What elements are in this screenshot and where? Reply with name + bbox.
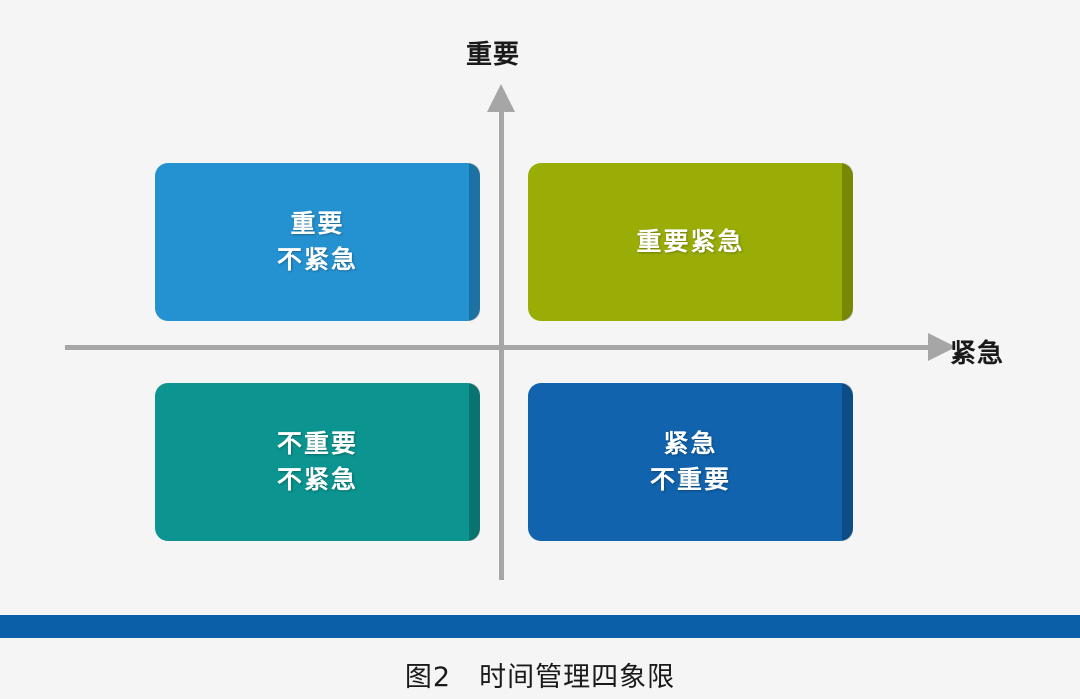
quadrant-urgent-not-important[interactable]: 紧急 不重要	[528, 383, 853, 541]
vertical-axis-line	[499, 107, 504, 580]
quadrant-label-line: 不紧急	[276, 465, 358, 494]
quadrant-label-line: 不重要	[276, 428, 358, 458]
quadrant-label-line: 不紧急	[276, 245, 358, 274]
quadrant-label-line: 重要	[290, 208, 345, 238]
vertical-axis-label: 重要	[466, 40, 521, 70]
quadrant-label-line: 不重要	[649, 465, 731, 494]
figure-caption: 图2 时间管理四象限	[404, 662, 676, 693]
quadrant-bevel	[469, 163, 480, 321]
quadrant-important-urgent[interactable]: 重要紧急	[528, 163, 853, 321]
quadrant-label-line: 紧急	[663, 428, 718, 458]
quadrant-bevel	[842, 163, 853, 321]
bottom-divider-bar	[0, 615, 1080, 638]
quadrant-not-important-not-urgent[interactable]: 不重要 不紧急	[155, 383, 480, 541]
arrow-up-icon	[487, 84, 515, 112]
quadrant-bevel	[842, 383, 853, 541]
arrow-right-icon	[928, 333, 956, 361]
quadrant-bevel	[469, 383, 480, 541]
quadrant-label-line: 重要紧急	[636, 226, 745, 256]
horizontal-axis-label: 紧急	[950, 339, 1005, 369]
quadrant-important-not-urgent[interactable]: 重要 不紧急	[155, 163, 480, 321]
